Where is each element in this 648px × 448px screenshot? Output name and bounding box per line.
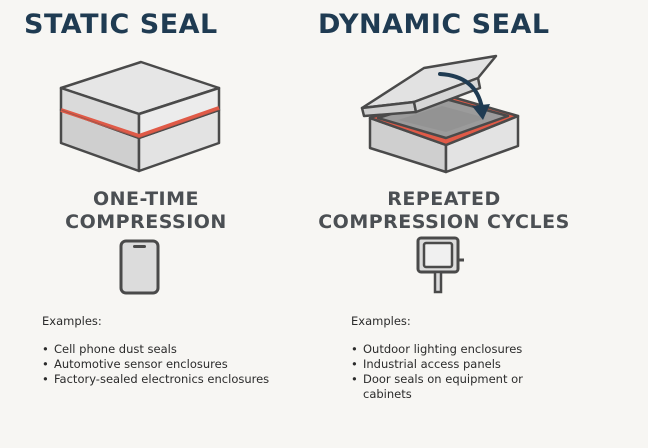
- static-subtitle-line1: ONE-TIME: [92, 188, 200, 210]
- static-seal-subtitle: ONE-TIME COMPRESSION: [40, 188, 252, 234]
- static-seal-title: STATIC SEAL: [24, 9, 218, 40]
- list-item: Door seals on equipment or cabinets: [351, 372, 551, 402]
- dynamic-examples-list: Outdoor lighting enclosures Industrial a…: [351, 342, 551, 402]
- static-examples-list: Cell phone dust seals Automotive sensor …: [42, 342, 302, 387]
- phone-icon: [119, 239, 160, 295]
- static-subtitle-line2: COMPRESSION: [65, 211, 227, 233]
- list-item: Cell phone dust seals: [42, 342, 302, 357]
- list-item: Outdoor lighting enclosures: [351, 342, 551, 357]
- lighting-enclosure-icon: [416, 236, 464, 294]
- list-item: Factory-sealed electronics enclosures: [42, 372, 302, 387]
- dynamic-examples: Examples: Outdoor lighting enclosures In…: [351, 314, 551, 402]
- dynamic-subtitle-line1: REPEATED: [387, 188, 501, 210]
- list-item: Automotive sensor enclosures: [42, 357, 302, 372]
- dynamic-seal-subtitle: REPEATED COMPRESSION CYCLES: [310, 188, 578, 234]
- static-seal-box-illustration: [59, 60, 221, 173]
- dynamic-seal-title: DYNAMIC SEAL: [318, 9, 550, 40]
- dynamic-seal-open-box-illustration: [360, 54, 520, 174]
- static-examples: Examples: Cell phone dust seals Automoti…: [42, 314, 302, 387]
- dynamic-subtitle-line2: COMPRESSION CYCLES: [318, 211, 570, 233]
- list-item: Industrial access panels: [351, 357, 551, 372]
- static-examples-heading: Examples:: [42, 314, 102, 328]
- dynamic-examples-heading: Examples:: [351, 314, 411, 328]
